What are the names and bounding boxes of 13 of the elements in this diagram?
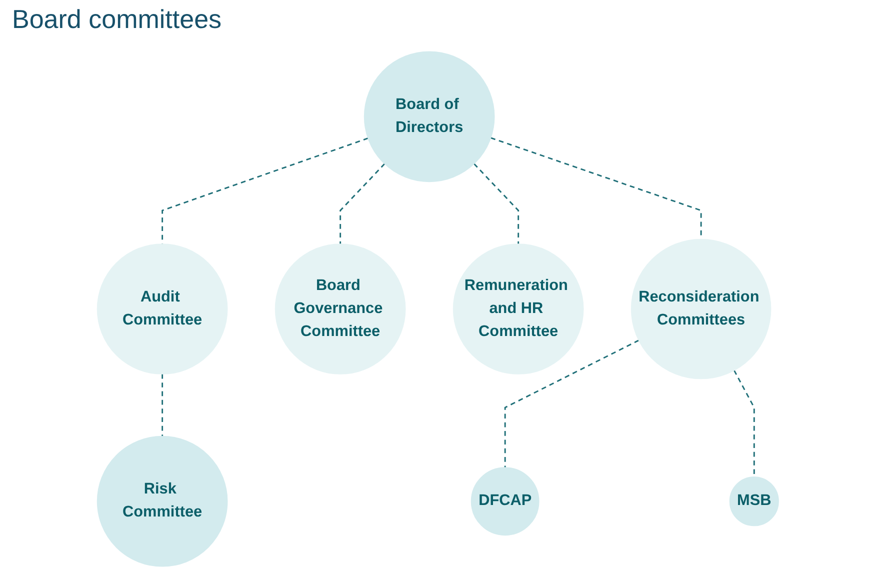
connector [504,340,640,468]
connector [340,163,386,244]
node-circle: Board of Directors [364,51,495,182]
node-circle: DFCAP [470,467,540,536]
diagram-title: Board committees [12,4,222,35]
node-circle: Audit Committee [96,244,228,374]
node-circle: MSB [729,476,780,526]
connector [162,374,164,436]
node-circle: Remuneration and HR Committee [452,244,584,374]
node-circle: Board Governance Committee [274,244,406,374]
node-circle: Risk Committee [96,436,228,567]
node-circle: Reconsideration Committees [631,238,772,380]
connector [474,163,520,244]
